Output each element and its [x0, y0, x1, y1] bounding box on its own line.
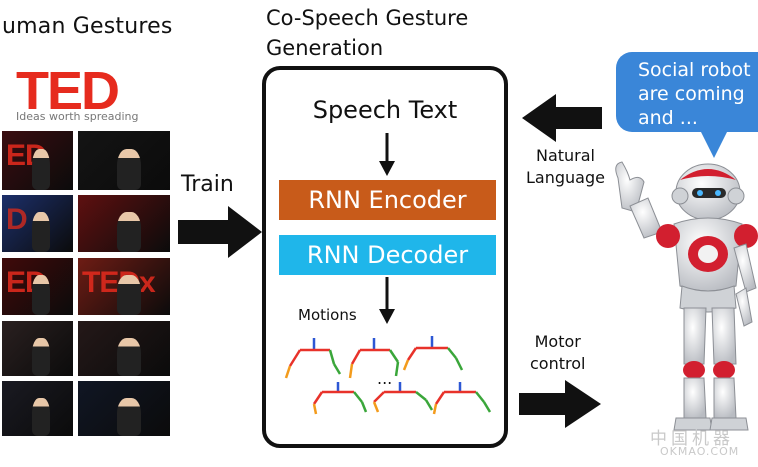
speaker-silhouette	[32, 212, 50, 252]
skeleton-pose-6	[432, 382, 492, 415]
panel-title-line2: Generation	[266, 36, 384, 60]
ted-talk-photo: TEDx	[78, 258, 170, 315]
speech-text-label: Speech Text	[312, 96, 458, 124]
motor-control-arrow	[519, 380, 601, 428]
skeleton-pose-2	[348, 338, 400, 379]
skeleton-pose-1	[284, 338, 342, 379]
motor-control-line2: control	[530, 354, 586, 373]
ted-talk-photo: D	[2, 195, 73, 252]
decoder-to-motions-arrow	[379, 277, 395, 324]
panel-title: Co-Speech Gesture Generation	[266, 3, 468, 63]
skeleton-pose-3	[402, 336, 464, 371]
speaker-silhouette	[32, 148, 50, 190]
bubble-line2: are coming	[638, 83, 745, 105]
motion-skeletons	[284, 336, 492, 415]
rnn-decoder-box: RNN Decoder	[279, 235, 496, 275]
speaker-silhouette	[117, 337, 141, 376]
ted-talk-photo	[78, 321, 170, 376]
natural-language-label: Natural Language	[526, 145, 605, 189]
speaker-silhouette	[117, 275, 141, 315]
speaker-silhouette	[117, 212, 141, 252]
ted-stage-letters: D	[6, 203, 28, 236]
watermark-cn: 中国机器	[650, 429, 734, 449]
ted-logo: TED	[16, 61, 120, 121]
nao-robot-image	[615, 161, 758, 431]
train-arrow	[178, 206, 262, 258]
speech-bubble: Social robot are coming and ...	[616, 52, 758, 132]
natural-language-line1: Natural	[535, 146, 595, 165]
bubble-line3: and ...	[638, 107, 698, 129]
ted-talk-photo	[2, 321, 73, 376]
bubble-line1: Social robot	[638, 59, 751, 81]
speaker-silhouette	[32, 337, 50, 376]
motor-control-label: Motor control	[530, 331, 585, 375]
human-gestures-title: uman Gestures	[2, 14, 173, 39]
motions-ellipsis: ...	[377, 369, 393, 388]
natural-language-arrow	[522, 94, 602, 142]
watermark-en: OKMAO.COM	[660, 445, 740, 458]
ted-talk-photo: ED	[2, 258, 73, 315]
motor-control-line1: Motor	[534, 332, 581, 351]
speaker-silhouette	[117, 148, 141, 190]
speaker-silhouette	[117, 397, 141, 436]
rnn-encoder-box: RNN Encoder	[279, 180, 496, 220]
speaker-silhouette	[32, 397, 50, 436]
speech-bubble-tail	[700, 130, 728, 158]
speech-to-encoder-arrow	[379, 133, 395, 176]
skeleton-pose-4	[312, 382, 368, 415]
panel-title-line1: Co-Speech Gesture	[266, 6, 469, 30]
ted-tagline: Ideas worth spreading	[16, 110, 139, 123]
ted-talk-photo: ED	[2, 131, 73, 190]
motions-label: Motions	[298, 306, 357, 324]
ted-talk-photo	[78, 195, 170, 252]
ted-talk-photo	[78, 381, 170, 436]
natural-language-line2: Language	[526, 168, 605, 187]
ted-talk-photo	[2, 381, 73, 436]
ted-talk-photo	[78, 131, 170, 190]
speaker-silhouette	[32, 275, 50, 315]
skeleton-pose-5	[372, 382, 434, 413]
train-label: Train	[181, 172, 234, 197]
